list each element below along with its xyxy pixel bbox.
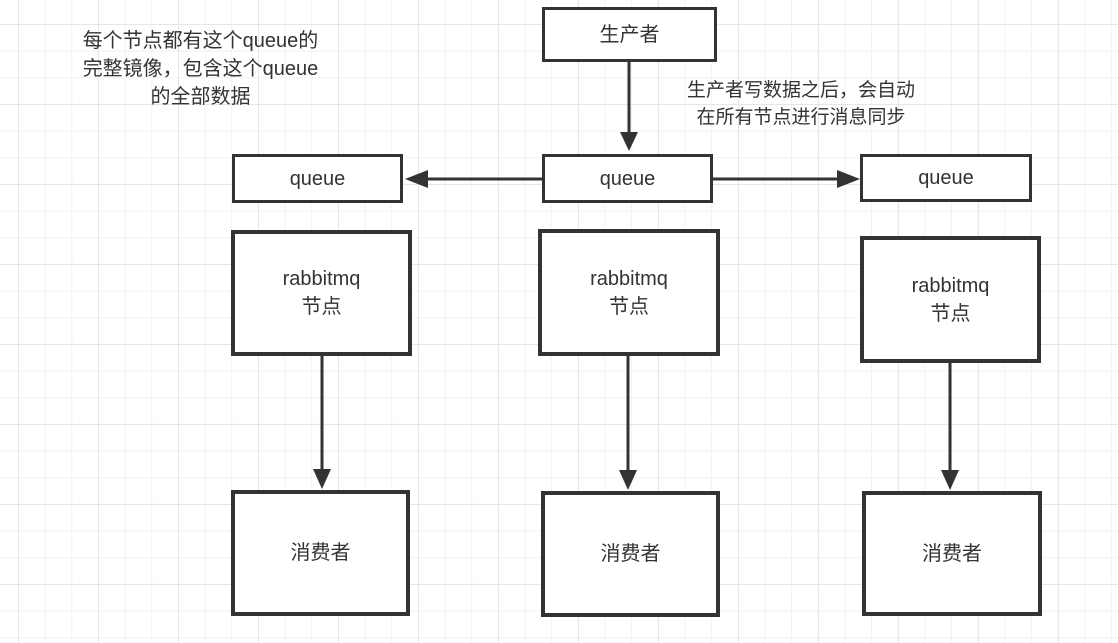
arrow-producer-to-queue-head [620, 132, 638, 151]
queue-box-center: queue [542, 154, 713, 203]
arrow-queue-to-right-queue-head [837, 170, 860, 188]
consumer-right-label: 消费者 [922, 542, 982, 565]
arrow-producer-to-queue [620, 62, 638, 151]
consumer-left-label: 消费者 [290, 542, 351, 564]
rabbitmq-node-box-center: rabbitmq 节点 [538, 229, 720, 356]
rabbitmq-center-label: rabbitmq 节点 [590, 267, 668, 318]
consumer-box-right: 消费者 [862, 491, 1042, 616]
consumer-box-center: 消费者 [541, 491, 720, 617]
arrow-center-node-to-consumer-head [619, 470, 637, 490]
rabbitmq-node-box-right: rabbitmq 节点 [860, 236, 1041, 363]
queue-center-label: queue [599, 167, 656, 190]
arrow-queue-to-left-queue [405, 170, 542, 188]
producer-label: 生产者 [599, 23, 660, 46]
arrow-queue-to-left-queue-head [405, 170, 428, 188]
queue-right-label: queue [918, 167, 974, 189]
rabbitmq-right-label: rabbitmq 节点 [911, 274, 990, 325]
queue-box-left: queue [232, 154, 403, 203]
queue-box-right: queue [860, 154, 1032, 202]
queue-left-label: queue [289, 167, 346, 190]
arrow-right-node-to-consumer [941, 363, 959, 490]
arrow-left-node-to-consumer [313, 356, 331, 489]
rabbitmq-left-label: rabbitmq 节点 [282, 268, 361, 318]
consumer-box-left: 消费者 [231, 490, 410, 616]
arrow-left-node-to-consumer-head [313, 469, 331, 489]
arrow-center-node-to-consumer [619, 356, 637, 490]
arrow-queue-to-right-queue [713, 170, 860, 188]
queue-mirror-note: 每个节点都有这个queue的 完整镜像，包含这个queue 的全部数据 [82, 30, 319, 108]
producer-box: 生产者 [542, 7, 717, 62]
rabbitmq-node-box-left: rabbitmq 节点 [231, 230, 412, 356]
producer-sync-note: 生产者写数据之后，会自动 在所有节点进行消息同步 [686, 80, 915, 128]
consumer-center-label: 消费者 [600, 543, 661, 565]
arrow-right-node-to-consumer-head [941, 470, 959, 490]
